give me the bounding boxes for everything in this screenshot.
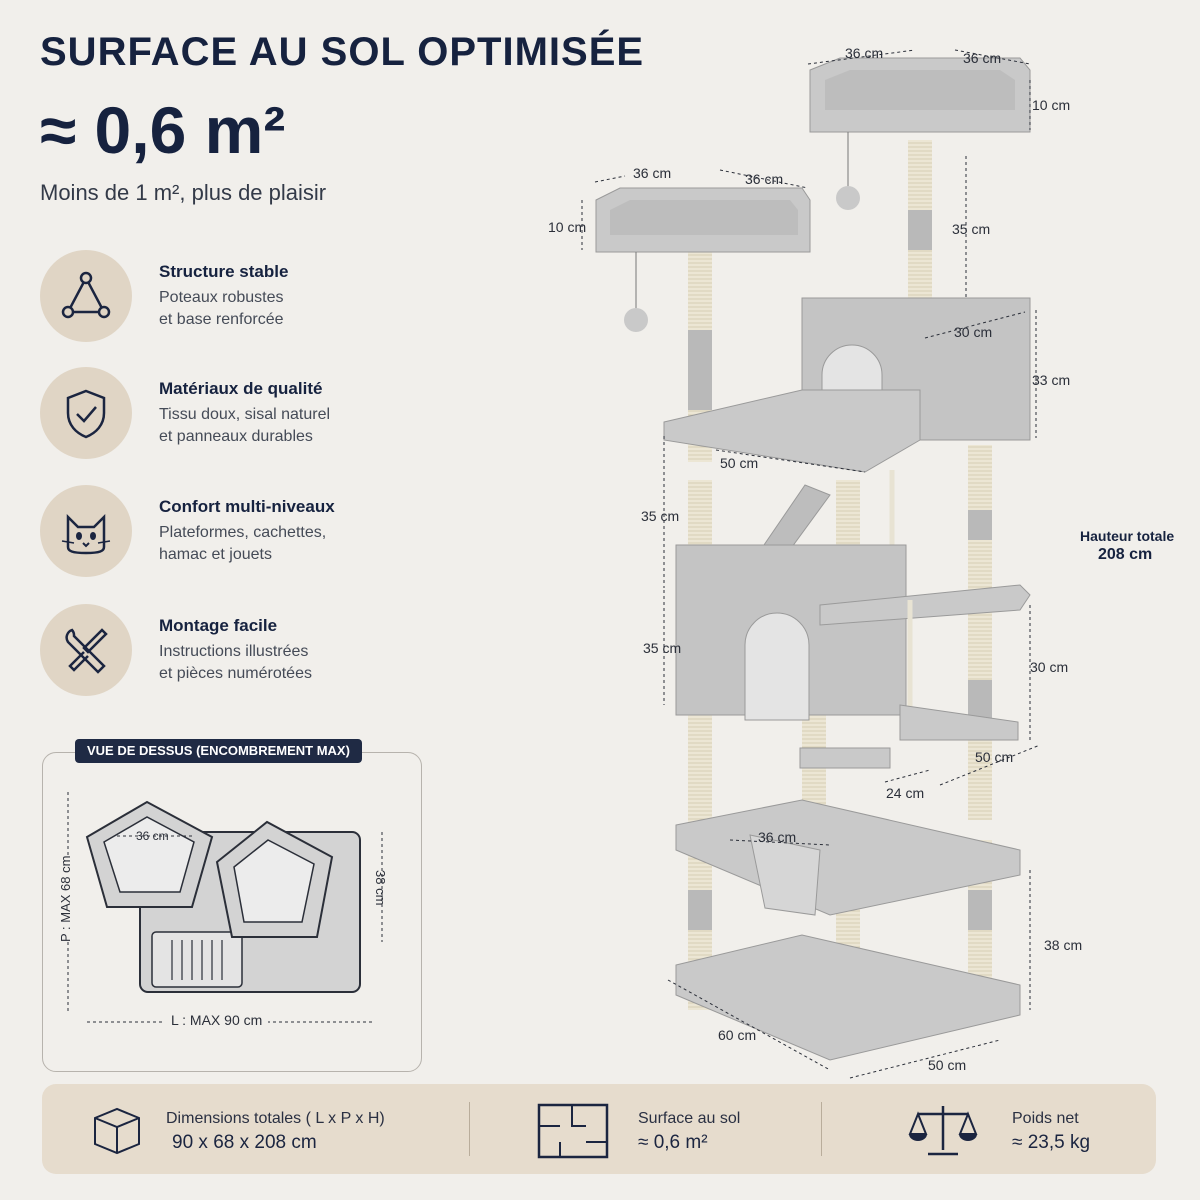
dim-top-w1: 36 cm: [845, 45, 883, 61]
top-view-width-max: L : MAX 90 cm: [165, 1012, 269, 1028]
top-view-perch-dim: 36 cm: [136, 829, 169, 843]
total-height-value: 208 cm: [1098, 546, 1153, 564]
spec-label: Surface au sol: [638, 1110, 741, 1127]
tools-icon: [65, 628, 108, 674]
dim-base-d: 60 cm: [718, 1027, 756, 1043]
spec-divider: [469, 1102, 470, 1156]
spec-value: ≈ 0,6 m²: [638, 1132, 708, 1153]
cat-tree-illustration: 36 cm 36 cm 10 cm 36 cm 36 cm 10 cm 35 c…: [548, 45, 1082, 1079]
triangle-structure-icon: [61, 271, 111, 319]
dim-left-w1: 36 cm: [633, 165, 671, 181]
top-view-label: VUE DE DESSUS (ENCOMBREMENT MAX): [75, 739, 362, 763]
spec-divider: [821, 1102, 822, 1156]
feature-multi-level: Confort multi-niveaux Plateformes, cache…: [40, 485, 560, 581]
dim-left-w2: 36 cm: [745, 171, 783, 187]
feature-title: Matériaux de qualité: [159, 379, 323, 398]
specs-bar: Dimensions totales ( L x P x H) 90 x 68 …: [42, 1084, 1156, 1174]
spec-value: 90 x 68 x 208 cm: [172, 1132, 317, 1153]
floor-plan-icon: [537, 1103, 609, 1159]
feature-title: Confort multi-niveaux: [159, 497, 335, 516]
feature-icon-bg: [40, 250, 132, 342]
spec-floor-area: Surface au sol ≈ 0,6 m²: [470, 1084, 820, 1174]
floor-area-headline: ≈ 0,6 m²: [40, 93, 286, 167]
spec-label: Poids net: [1012, 1110, 1079, 1127]
spec-dimensions: Dimensions totales ( L x P x H) 90 x 68 …: [42, 1084, 467, 1174]
tagline: Moins de 1 m², plus de plaisir: [40, 180, 327, 205]
dim-mid-h: 35 cm: [641, 508, 679, 524]
spec-value: ≈ 23,5 kg: [1012, 1132, 1091, 1153]
feature-title: Structure stable: [159, 262, 289, 281]
dim-ledge-w: 50 cm: [975, 749, 1013, 765]
dim-top-w2: 36 cm: [963, 50, 1001, 66]
shield-check-icon: [66, 389, 106, 439]
dim-box-h: 33 cm: [1032, 372, 1070, 388]
box-icon: [94, 1107, 140, 1155]
spec-label: Dimensions totales ( L x P x H): [166, 1110, 385, 1127]
total-height-label: Hauteur totale: [1080, 528, 1175, 544]
cat-face-icon: [61, 513, 111, 555]
dim-base-w: 50 cm: [928, 1057, 966, 1073]
dim-base-h: 38 cm: [1044, 937, 1082, 953]
dim-top-h: 10 cm: [1032, 97, 1070, 113]
feature-quality-materials: Matériaux de qualité Tissu doux, sisal n…: [40, 367, 560, 463]
dim-cave-h: 35 cm: [643, 640, 681, 656]
dim-box-w: 30 cm: [954, 324, 992, 340]
scale-icon: [908, 1106, 978, 1156]
feature-title: Montage facile: [159, 616, 278, 635]
dim-ledge-d: 24 cm: [886, 785, 924, 801]
feature-icon-bg: [40, 604, 132, 696]
dim-right-h: 30 cm: [1030, 659, 1068, 675]
dim-deck-w: 50 cm: [720, 455, 758, 471]
posts: [688, 140, 992, 1010]
spec-weight: Poids net ≈ 23,5 kg: [822, 1084, 1156, 1174]
top-view-drawing: [67, 792, 383, 1023]
dim-post-top: 35 cm: [952, 221, 990, 237]
feature-icon-bg: [40, 485, 132, 577]
feature-icon-bg: [40, 367, 132, 459]
top-view-depth-max: P : MAX 68 cm: [58, 855, 73, 942]
dim-hammock-w: 36 cm: [758, 829, 796, 845]
top-view-depth-small: 38 cm: [373, 870, 388, 906]
dim-left-h: 10 cm: [548, 219, 586, 235]
page-title: SURFACE AU SOL OPTIMISÉE: [40, 30, 645, 74]
feature-desc: Plateformes, cachettes,hamac et jouets: [159, 524, 327, 563]
